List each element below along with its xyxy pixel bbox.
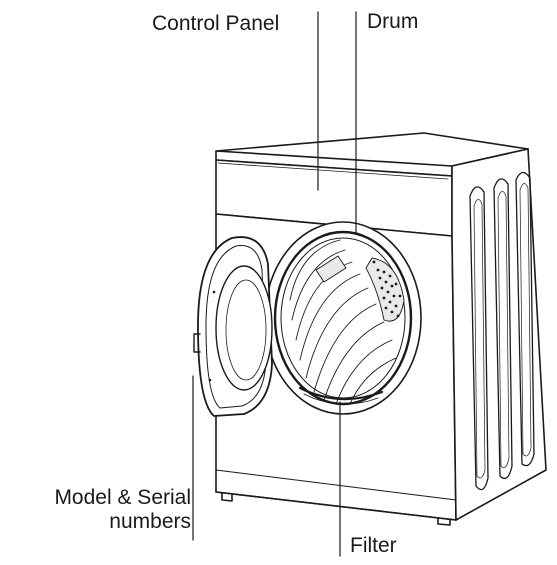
label-control-panel: Control Panel [152, 12, 279, 36]
label-model-serial-line1: Model & Serial [54, 486, 191, 510]
label-model-serial-line2: numbers [54, 510, 191, 534]
open-door [194, 237, 272, 416]
label-model-serial: Model & Serial numbers [54, 486, 191, 534]
label-filter: Filter [350, 534, 397, 558]
label-drum: Drum [367, 10, 418, 34]
